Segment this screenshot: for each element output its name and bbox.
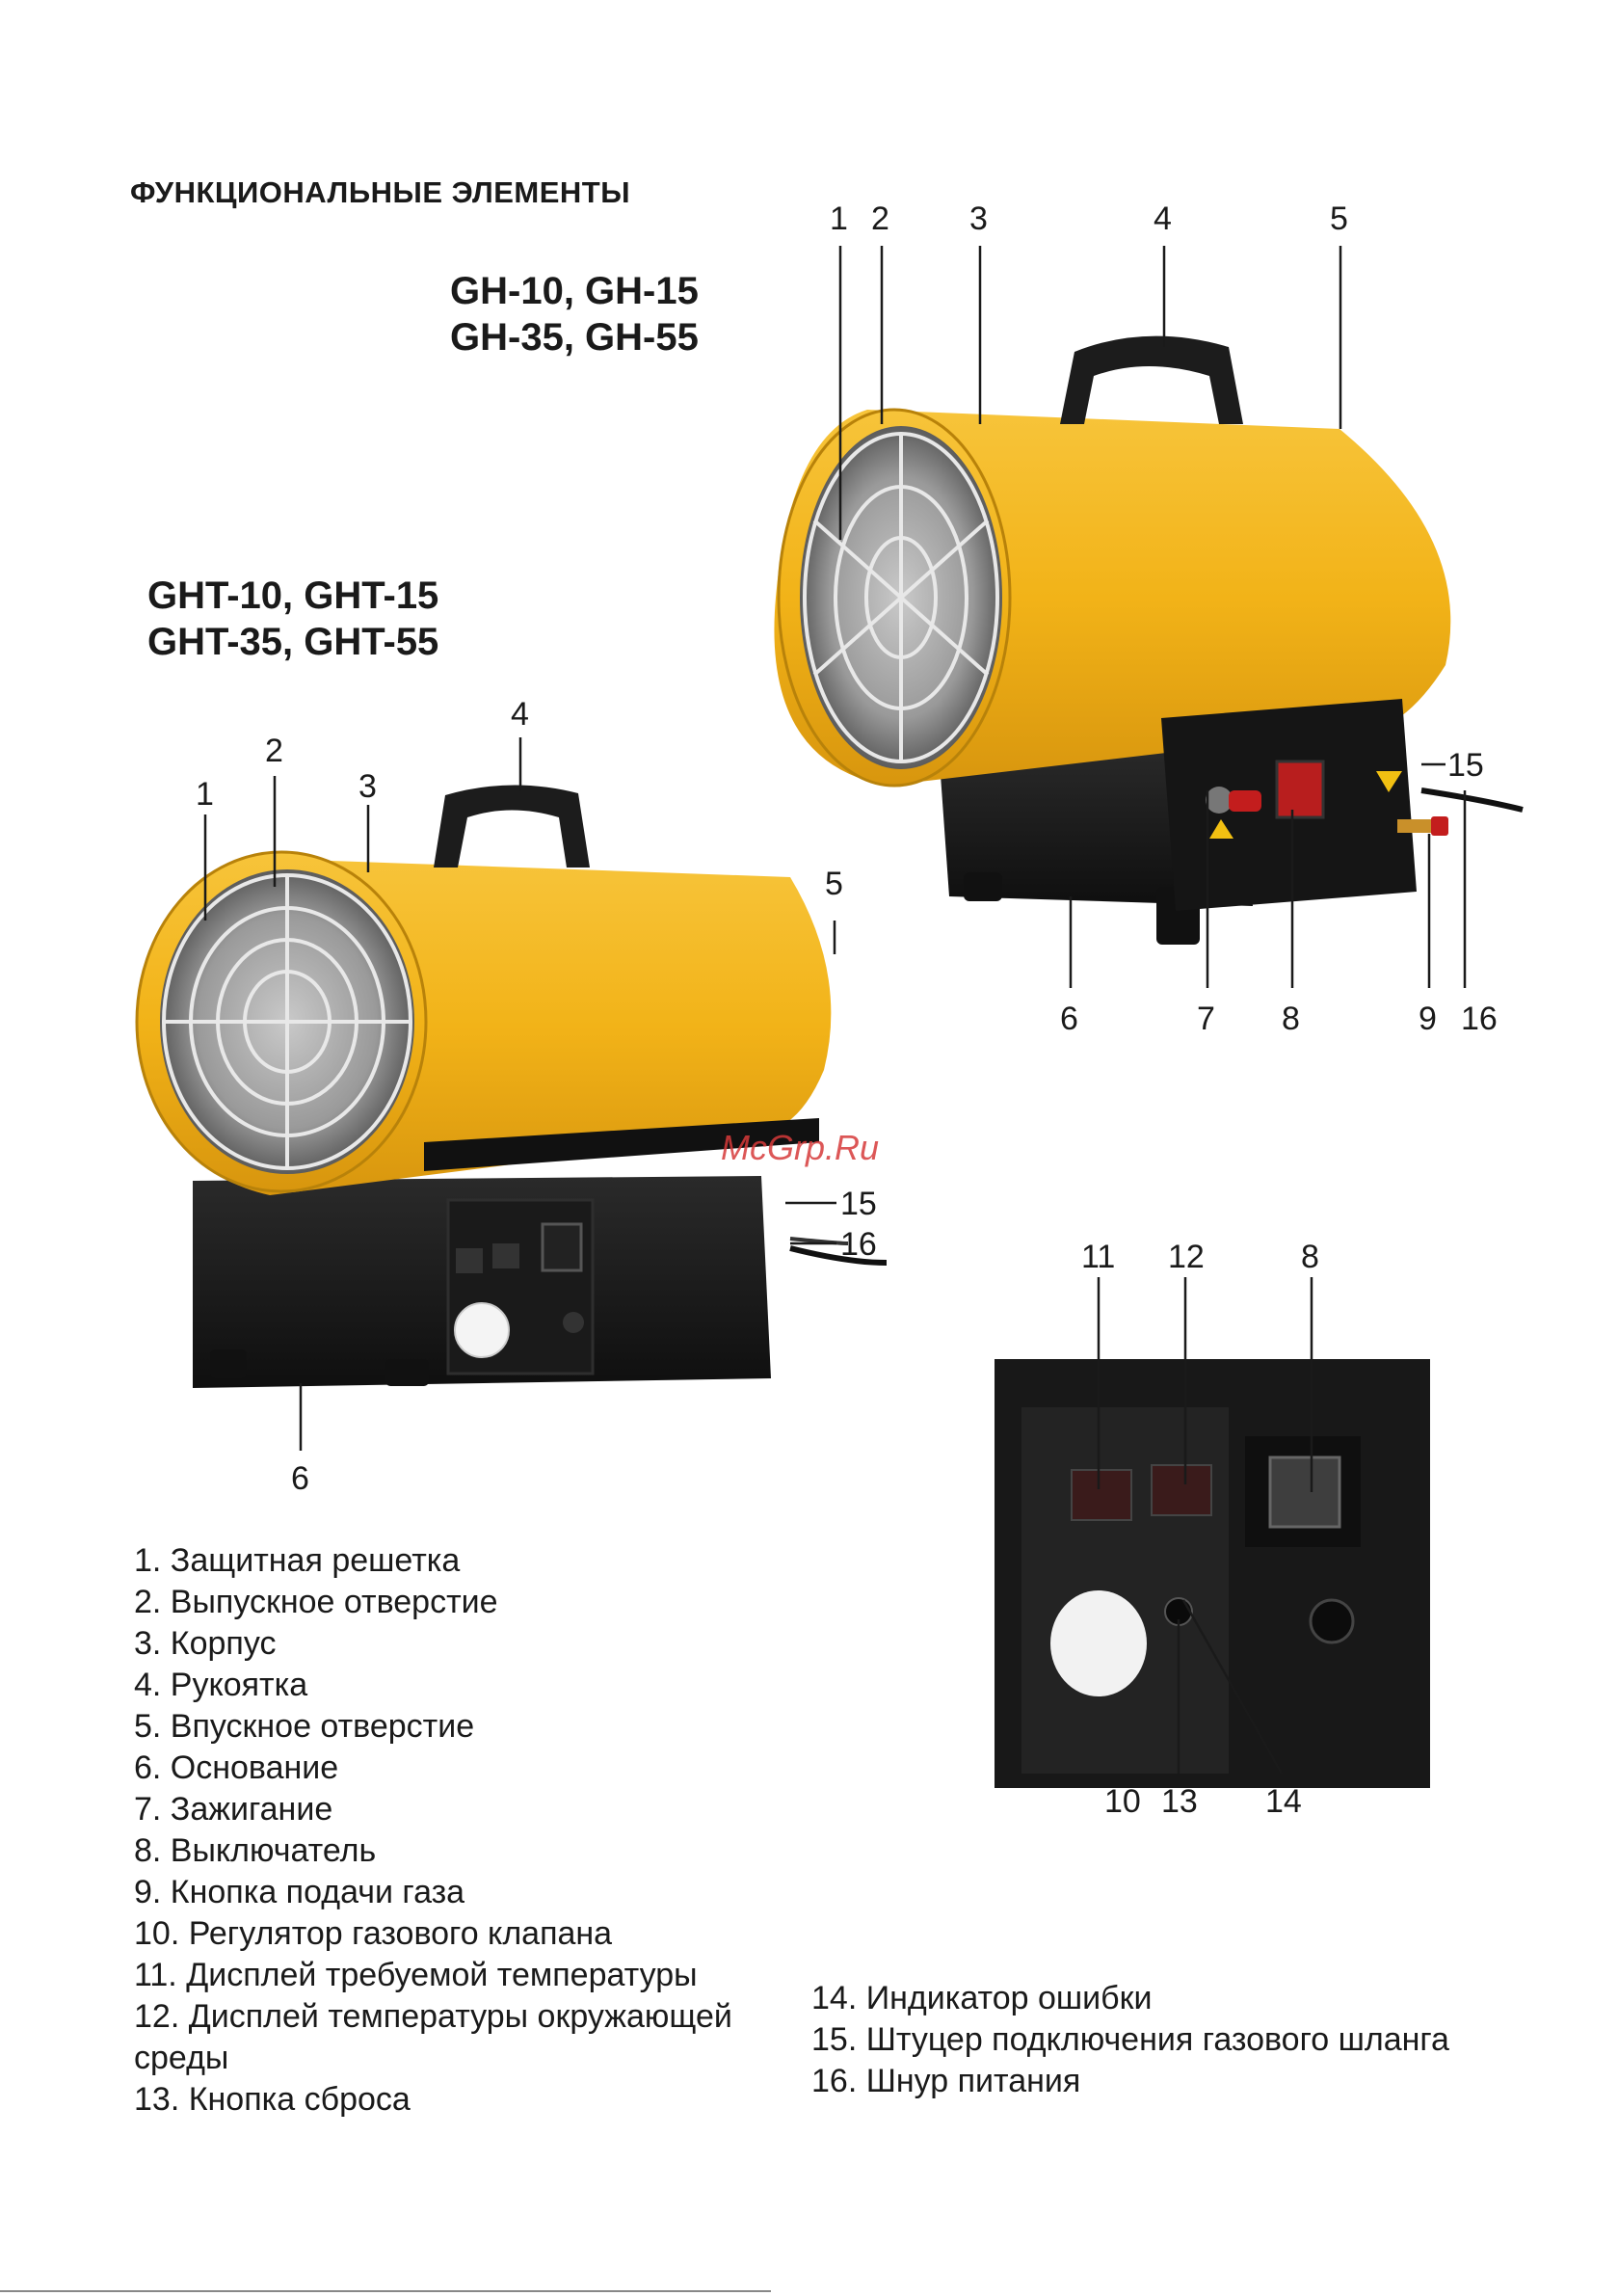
ght-callout-2: 2: [265, 733, 283, 769]
list-item: 2. Выпускное отверстие: [134, 1584, 498, 1620]
list-item: 16. Шнур питания: [811, 2063, 1081, 2099]
page-title: ФУНКЦИОНАЛЬНЫЕ ЭЛЕМЕНТЫ: [130, 175, 631, 209]
ght-callout-4: 4: [511, 696, 529, 733]
list-item: 3. Корпус: [134, 1625, 277, 1662]
panel-callout-10: 10: [1104, 1783, 1141, 1820]
heater-gh: [774, 335, 1524, 945]
list-item: 9. Кнопка подачи газа: [134, 1874, 465, 1910]
ght-power-cord: [789, 1245, 888, 1266]
footer-divider: [0, 2290, 771, 2292]
ght-handle: [434, 785, 590, 868]
list-item: 4. Рукоятка: [134, 1667, 308, 1703]
gh-callout-3: 3: [969, 200, 988, 237]
panel-callout-12: 12: [1168, 1239, 1205, 1275]
gh-warning-label-2: [1376, 771, 1402, 792]
models-ght-line-1: GHT-10, GHT-15: [147, 574, 439, 617]
models-gh-label: GH-10, GH-15 GH-35, GH-55: [450, 268, 699, 360]
ght-display-ambient: [492, 1243, 519, 1268]
gh-power-cord: [1420, 788, 1524, 813]
ght-guard: [162, 873, 412, 1170]
ght-foot-right: [385, 1359, 429, 1386]
list-item: 11. Дисплей требуемой температуры: [134, 1957, 698, 1993]
list-item: 5. Впускное отверстие: [134, 1708, 475, 1745]
gh-gas-fitting: [1397, 819, 1434, 833]
list-item: 15. Штуцер подключения газового шланга: [811, 2021, 1449, 2058]
models-ght-label: GHT-10, GHT-15 GHT-35, GHT-55: [147, 573, 438, 665]
list-item: 13. Кнопка сброса: [134, 2081, 411, 2118]
panel-callout-11: 11: [1081, 1239, 1116, 1275]
ght-gas-regulator-knob: [454, 1302, 510, 1358]
list-item: 10. Регулятор газового клапана: [134, 1915, 613, 1952]
panel-callout-14: 14: [1265, 1783, 1302, 1820]
gh-callout-7: 7: [1197, 1001, 1215, 1037]
closeup-power-switch: [1268, 1455, 1341, 1529]
gh-callout-8: 8: [1282, 1001, 1300, 1037]
gh-foot-left: [964, 872, 1002, 901]
gh-callout-6: 6: [1060, 1001, 1078, 1037]
list-item: 1. Защитная решетка: [134, 1542, 461, 1579]
gh-callout-2: 2: [871, 200, 889, 237]
heater-ght: [135, 785, 888, 1388]
gh-callout-16: 16: [1461, 1001, 1498, 1037]
list-item: 14. Индикатор ошибки: [811, 1980, 1153, 2016]
closeup-gas-regulator: [1050, 1590, 1147, 1696]
gh-handle: [1060, 335, 1243, 424]
closeup-display-ambient: [1151, 1464, 1212, 1516]
gh-callout-5: 5: [1330, 200, 1348, 237]
ght-callout-16: 16: [840, 1226, 877, 1263]
list-item: 12. Дисплей температуры окружающей: [134, 1998, 732, 2035]
parts-list-left: 1. Защитная решетка 2. Выпускное отверст…: [134, 1540, 789, 2121]
gh-callout-4: 4: [1154, 200, 1172, 237]
gh-gas-button: [1431, 816, 1448, 836]
list-item: 7. Зажигание: [134, 1791, 333, 1828]
panel-closeup: [995, 1359, 1430, 1788]
ght-panel-strip: [424, 1118, 819, 1171]
ght-display-set: [456, 1248, 483, 1273]
ght-callout-15: 15: [840, 1186, 877, 1222]
ght-foot-left: [210, 1349, 247, 1378]
gh-warning-label: [1209, 819, 1233, 839]
closeup-panel-face: [1021, 1407, 1229, 1774]
ght-callout-5: 5: [825, 866, 843, 902]
gh-power-switch: [1275, 760, 1325, 819]
closeup-display-set: [1071, 1469, 1132, 1521]
panel-callout-8: 8: [1301, 1239, 1319, 1275]
gh-callout-9: 9: [1419, 1001, 1437, 1037]
parts-list-right: 14. Индикатор ошибки 15. Штуцер подключе…: [811, 1978, 1544, 2102]
gh-guard: [803, 432, 999, 763]
models-ght-line-2: GHT-35, GHT-55: [147, 621, 439, 663]
gh-callout-1: 1: [830, 200, 848, 237]
list-item: 6. Основание: [134, 1749, 339, 1786]
panel-callout-13: 13: [1161, 1783, 1198, 1820]
gh-ignition-knob: [1229, 790, 1261, 812]
ght-power-switch: [541, 1222, 583, 1272]
list-item: 8. Выключатель: [134, 1832, 377, 1869]
list-item: среды: [134, 2040, 229, 2076]
gh-callout-15: 15: [1447, 747, 1484, 784]
models-gh-line-1: GH-10, GH-15: [450, 270, 699, 312]
ght-callout-6: 6: [291, 1460, 309, 1497]
watermark: McGrp.Ru: [721, 1128, 880, 1167]
models-gh-line-2: GH-35, GH-55: [450, 316, 699, 359]
ght-error-indicator: [563, 1312, 584, 1333]
leader-lines: [203, 246, 1467, 1775]
gh-ignition-button: [1206, 787, 1233, 814]
ght-callout-3: 3: [358, 768, 377, 805]
ght-callout-1: 1: [196, 776, 214, 813]
closeup-error-indicator: [1309, 1598, 1355, 1644]
